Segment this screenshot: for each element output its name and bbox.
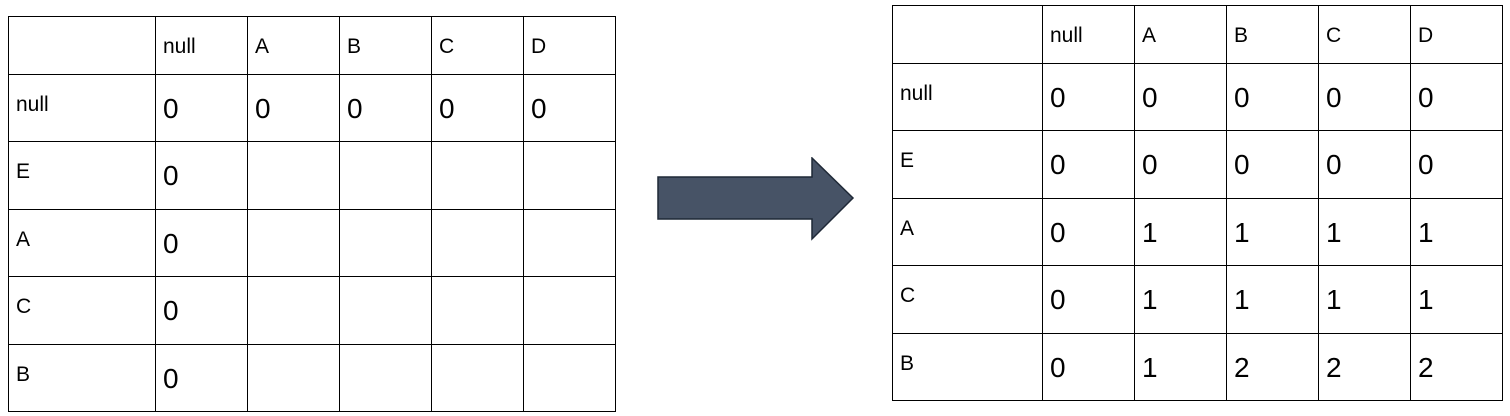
arrow-shape: [657, 157, 855, 241]
table-cell: [247, 276, 340, 345]
table-cell: 0: [1042, 333, 1135, 401]
row-label: B: [8, 344, 156, 412]
table-row: E 0 0 0 0 0: [892, 130, 1503, 199]
table-cell: 0: [1042, 63, 1135, 131]
table-cell: 0: [155, 209, 248, 277]
table-cell: 1: [1410, 265, 1503, 334]
corner-cell: [892, 5, 1043, 64]
table-cell: [247, 344, 340, 412]
column-header: D: [1410, 5, 1503, 64]
table-cell: 0: [247, 74, 340, 142]
table-cell: 0: [1226, 130, 1319, 199]
column-header: D: [523, 16, 616, 75]
table-row: B 0 1 2 2 2: [892, 333, 1503, 401]
table-row: null 0 0 0 0 0: [892, 63, 1503, 131]
table-cell: [247, 141, 340, 210]
table-cell: 1: [1134, 333, 1227, 401]
table-cell: 1: [1226, 265, 1319, 334]
table-cell: 0: [155, 141, 248, 210]
table-row: A 0: [8, 209, 616, 277]
column-header: C: [431, 16, 524, 75]
table-cell: [523, 344, 616, 412]
table-row: E 0: [8, 141, 616, 210]
table-cell: 0: [339, 74, 432, 142]
table-cell: [339, 276, 432, 345]
table-cell: 1: [1410, 198, 1503, 266]
right-table: null A B C D null 0 0 0 0 0 E 0 0 0 0 0 …: [892, 5, 1503, 401]
table-cell: [339, 209, 432, 277]
corner-cell: [8, 16, 156, 75]
header-row: null A B C D: [892, 5, 1503, 64]
table-cell: 0: [155, 74, 248, 142]
row-label: A: [8, 209, 156, 277]
table-cell: 0: [1318, 130, 1411, 199]
table-cell: [339, 141, 432, 210]
row-label: C: [8, 276, 156, 345]
table-cell: 1: [1318, 198, 1411, 266]
row-label: null: [892, 63, 1043, 131]
column-header: A: [1134, 5, 1227, 64]
table-cell: [523, 209, 616, 277]
table-cell: [431, 344, 524, 412]
table-cell: [523, 141, 616, 210]
right-arrow-icon: [657, 157, 855, 241]
table-cell: 0: [431, 74, 524, 142]
column-header: A: [247, 16, 340, 75]
table-cell: 1: [1134, 198, 1227, 266]
table-row: C 0: [8, 276, 616, 345]
column-header: B: [339, 16, 432, 75]
column-header: C: [1318, 5, 1411, 64]
table-cell: 1: [1226, 198, 1319, 266]
table-cell: 0: [155, 276, 248, 345]
row-label: A: [892, 198, 1043, 266]
table-cell: 2: [1226, 333, 1319, 401]
column-header: null: [155, 16, 248, 75]
table-cell: 0: [1042, 130, 1135, 199]
table-cell: 0: [1226, 63, 1319, 131]
row-label: B: [892, 333, 1043, 401]
table-cell: 0: [1134, 130, 1227, 199]
row-label: C: [892, 265, 1043, 334]
table-cell: [431, 141, 524, 210]
table-cell: [339, 344, 432, 412]
table-cell: 0: [1318, 63, 1411, 131]
table-cell: [247, 209, 340, 277]
column-header: null: [1042, 5, 1135, 64]
table-cell: 0: [1042, 265, 1135, 334]
row-label: E: [8, 141, 156, 210]
table-cell: [431, 209, 524, 277]
table-row: null 0 0 0 0 0: [8, 74, 616, 142]
table-cell: 0: [1042, 198, 1135, 266]
table-row: B 0: [8, 344, 616, 412]
table-cell: 0: [1410, 130, 1503, 199]
column-header: B: [1226, 5, 1319, 64]
table-cell: 1: [1318, 265, 1411, 334]
table-cell: 0: [523, 74, 616, 142]
table-row: C 0 1 1 1 1: [892, 265, 1503, 334]
left-table: null A B C D null 0 0 0 0 0 E 0 A 0 C 0 …: [8, 16, 616, 412]
table-cell: 0: [1410, 63, 1503, 131]
row-label: E: [892, 130, 1043, 199]
row-label: null: [8, 74, 156, 142]
table-cell: 2: [1410, 333, 1503, 401]
table-cell: [523, 276, 616, 345]
table-cell: 0: [1134, 63, 1227, 131]
table-cell: 1: [1134, 265, 1227, 334]
table-cell: 2: [1318, 333, 1411, 401]
table-cell: [431, 276, 524, 345]
table-cell: 0: [155, 344, 248, 412]
header-row: null A B C D: [8, 16, 616, 75]
table-row: A 0 1 1 1 1: [892, 198, 1503, 266]
